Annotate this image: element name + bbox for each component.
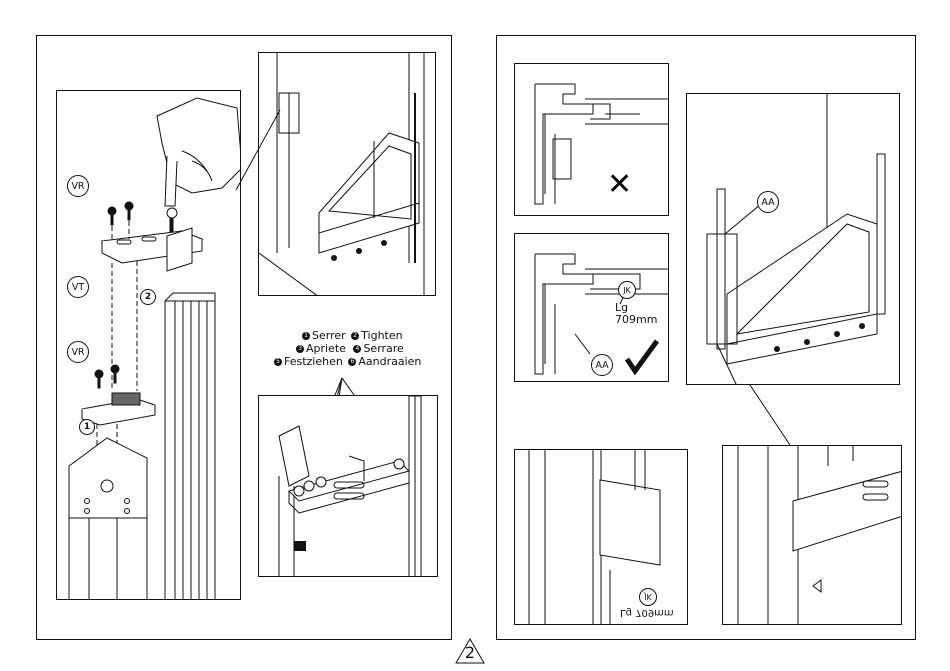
shower-tray-drawing <box>259 53 436 296</box>
correct-check-icon <box>627 341 657 371</box>
shower-overview-view <box>258 52 436 296</box>
jk-callout-mirrored: JK <box>639 588 657 606</box>
insert-detail-drawing <box>515 450 688 625</box>
vt-callout: VT <box>67 276 89 298</box>
step-2-badge: 2 <box>140 289 156 305</box>
incorrect-profile-drawing: ✕ <box>515 64 669 216</box>
bracket-install-detail <box>722 445 902 625</box>
vr-bottom-callout: VR <box>67 341 89 363</box>
shower-install-overview: AA <box>686 93 900 385</box>
tighten-detail-view <box>258 395 438 577</box>
jk-callout: JK <box>618 281 636 299</box>
length-label: Lg 709mm <box>615 302 668 326</box>
installed-tray-drawing <box>687 94 900 385</box>
page-number-badge: 2 <box>455 638 485 664</box>
incorrect-fit-view: ✕ <box>514 63 669 216</box>
vr-top-callout: VR <box>67 175 89 197</box>
aa-callout-overview: AA <box>757 191 779 213</box>
bracket-install-drawing <box>723 446 902 625</box>
correct-fit-view: JK Lg 709mm AA <box>514 233 669 382</box>
assembly-exploded-view: VR VT 2 VR 1 <box>56 90 241 600</box>
wrong-x-icon: ✕ <box>607 167 632 202</box>
page-number: 2 <box>455 643 485 662</box>
aa-callout-correct: AA <box>591 354 613 376</box>
step-1-badge: 1 <box>79 419 95 435</box>
profile-insert-detail: JK Lg 709mm <box>514 449 688 625</box>
length-label-mirrored: Lg 709mm <box>620 606 674 618</box>
bracket-detail-drawing <box>259 396 438 577</box>
